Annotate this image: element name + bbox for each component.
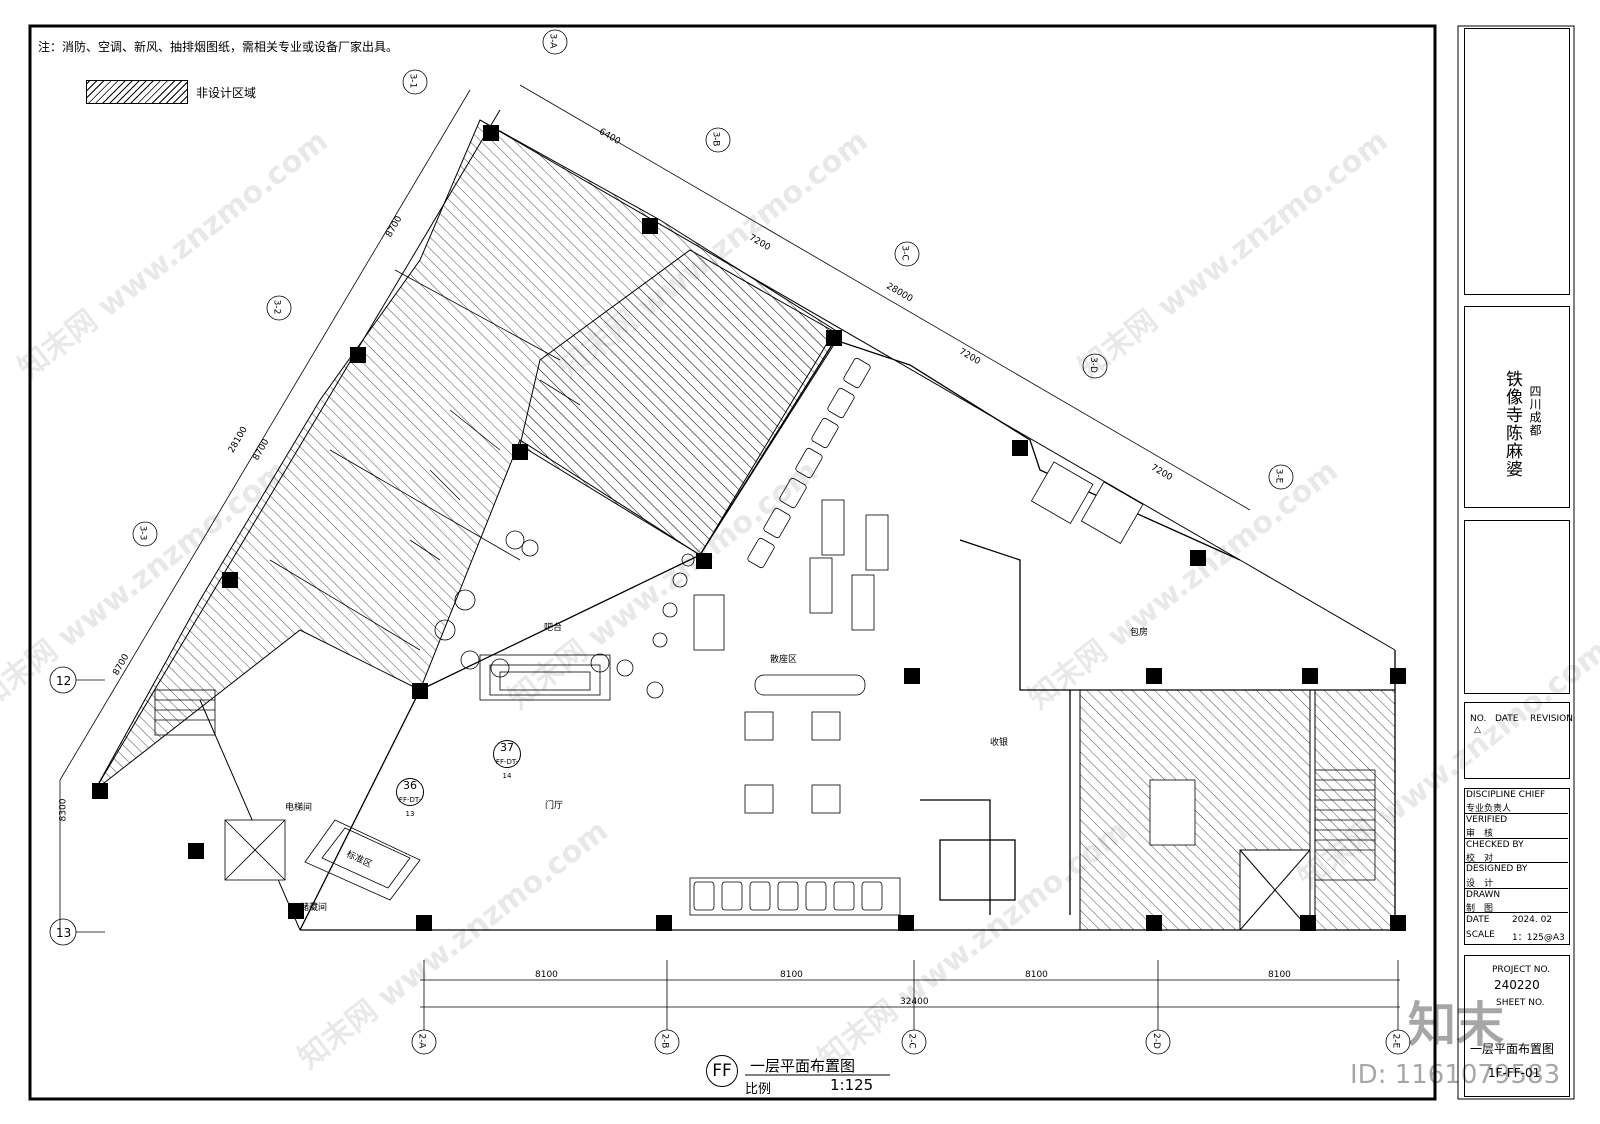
project-name: 铁像寺陈麻婆 xyxy=(1502,370,1522,478)
tb-sheet-no-label: SHEET NO. xyxy=(1496,998,1545,1008)
callout-37[interactable]: 37 FF-DT-14 xyxy=(493,740,521,780)
tb-row-2-en: CHECKED BY xyxy=(1466,840,1524,850)
id-label: ID: 1161079583 xyxy=(1350,1060,1561,1090)
tb-date-label: DATE xyxy=(1466,915,1490,925)
callout-37-code: FF-DT-14 xyxy=(495,758,519,780)
room-private: 包房 xyxy=(1130,628,1149,638)
tb-scale-value: 1：125@A3 xyxy=(1512,933,1565,943)
tb-sheet-no: 1F-FF-01 xyxy=(1488,1066,1541,1080)
note-text: 注：消防、空调、新风、抽排烟图纸，需相关专业或设备厂家出具。 xyxy=(38,40,399,54)
dim-bottom-3: 8100 xyxy=(1025,970,1048,980)
tb-row-3-cn: 设 计 xyxy=(1466,879,1494,889)
rev-no: NO. xyxy=(1470,714,1487,724)
tb-row-1-cn: 审 核 xyxy=(1466,829,1494,839)
tb-row-1-en: VERIFIED xyxy=(1466,815,1508,825)
tb-signoff-box xyxy=(1464,788,1570,945)
tb-row-4-en: DRAWN xyxy=(1466,890,1501,900)
axis-13: 13 xyxy=(56,926,72,940)
scale-label: 比例 xyxy=(745,1082,772,1097)
bottom-axis-bubbles xyxy=(49,666,1411,1055)
diagonal-seats xyxy=(747,357,871,569)
room-lobby: 门厅 xyxy=(545,801,564,811)
tb-project-box xyxy=(1464,306,1570,508)
axis-2a: 2-A xyxy=(416,1033,427,1049)
room-storage: 储藏间 xyxy=(300,903,328,913)
dim-bottom-total: 32400 xyxy=(900,997,929,1007)
callout-36-code: FF-DT-13 xyxy=(398,796,422,818)
callout-37-number: 37 xyxy=(500,741,514,754)
axis-12: 12 xyxy=(56,674,72,688)
brand-logo-text: 知末 xyxy=(1408,997,1505,1053)
reception-counter xyxy=(304,819,421,901)
axis-2c: 2-C xyxy=(906,1033,917,1049)
wing-partitions xyxy=(269,269,581,651)
booth-seats xyxy=(689,877,901,916)
axis-3-2: 3-2 xyxy=(271,299,282,315)
tb-scale-label: SCALE xyxy=(1466,930,1495,940)
tb-row-0-cn: 专业负责人 xyxy=(1466,804,1512,814)
dim-left-5: 8300 xyxy=(58,798,69,822)
tb-logo-box xyxy=(1464,28,1570,295)
axis-3e: 3-E xyxy=(1273,468,1284,484)
dim-bottom-2: 8100 xyxy=(780,970,803,980)
entrance-steps xyxy=(479,654,611,701)
callout-36[interactable]: 36 FF-DT-13 xyxy=(396,778,424,818)
top-dimensions xyxy=(519,84,1251,511)
rotated-axis-bubbles xyxy=(132,29,1294,547)
tb-row-2-cn: 校 对 xyxy=(1466,854,1494,864)
scale-value: 1:125 xyxy=(830,1076,874,1094)
axis-3d: 3-D xyxy=(1087,357,1098,373)
rev-date: DATE xyxy=(1495,714,1519,724)
axis-3a: 3-A xyxy=(547,33,558,49)
room-elevator-hall: 电梯间 xyxy=(285,803,313,813)
axis-3-3: 3-3 xyxy=(137,525,148,541)
title-underline xyxy=(745,1074,890,1076)
tb-sheet-title: 一层平面布置图 xyxy=(1470,1042,1555,1056)
dim-bottom-4: 8100 xyxy=(1268,970,1291,980)
tb-date-value: 2024. 02 xyxy=(1512,915,1553,925)
planters xyxy=(434,530,695,699)
tables xyxy=(693,499,889,814)
axis-2d: 2-D xyxy=(1150,1033,1161,1049)
axis-3-1: 3-1 xyxy=(407,73,418,89)
tb-row-3-en: DESIGNED BY xyxy=(1466,864,1528,874)
legend-label: 非设计区域 xyxy=(196,86,257,100)
legend-hatch-swatch xyxy=(86,80,188,104)
axis-3b: 3-B xyxy=(710,131,721,147)
rev-revision: REVISION xyxy=(1530,714,1573,724)
tb-row-0-en: DISCIPLINE CHIEF xyxy=(1466,790,1546,800)
bottom-dimensions xyxy=(420,960,1400,1030)
project-location: 四川成都 xyxy=(1528,385,1542,437)
drawing-title: 一层平面布置图 xyxy=(750,1057,856,1075)
dim-bottom-1: 8100 xyxy=(535,970,558,980)
left-dimensions xyxy=(59,89,471,930)
tb-project-no: 240220 xyxy=(1494,978,1540,992)
tb-blank-box xyxy=(1464,520,1570,694)
tb-revision-box xyxy=(1464,702,1570,779)
room-bar: 吧台 xyxy=(544,623,563,633)
tb-row-4-cn: 制 图 xyxy=(1466,904,1494,914)
columns xyxy=(92,125,1406,931)
stairs xyxy=(154,689,1376,881)
axis-2b: 2-B xyxy=(659,1033,670,1049)
rotated-wing xyxy=(94,109,1396,931)
callout-36-number: 36 xyxy=(403,779,417,792)
tb-sheet-box xyxy=(1464,955,1570,1097)
elevators xyxy=(224,461,1196,881)
rev-triangle: △ xyxy=(1474,725,1481,735)
axis-3c: 3-C xyxy=(899,245,910,261)
drawing-code-bubble: FF xyxy=(706,1055,738,1087)
tb-project-no-label: PROJECT NO. xyxy=(1492,965,1551,975)
room-cashier: 收银 xyxy=(990,738,1009,748)
room-dining: 散座区 xyxy=(770,655,798,665)
axis-2e: 2-E xyxy=(1390,1033,1401,1049)
